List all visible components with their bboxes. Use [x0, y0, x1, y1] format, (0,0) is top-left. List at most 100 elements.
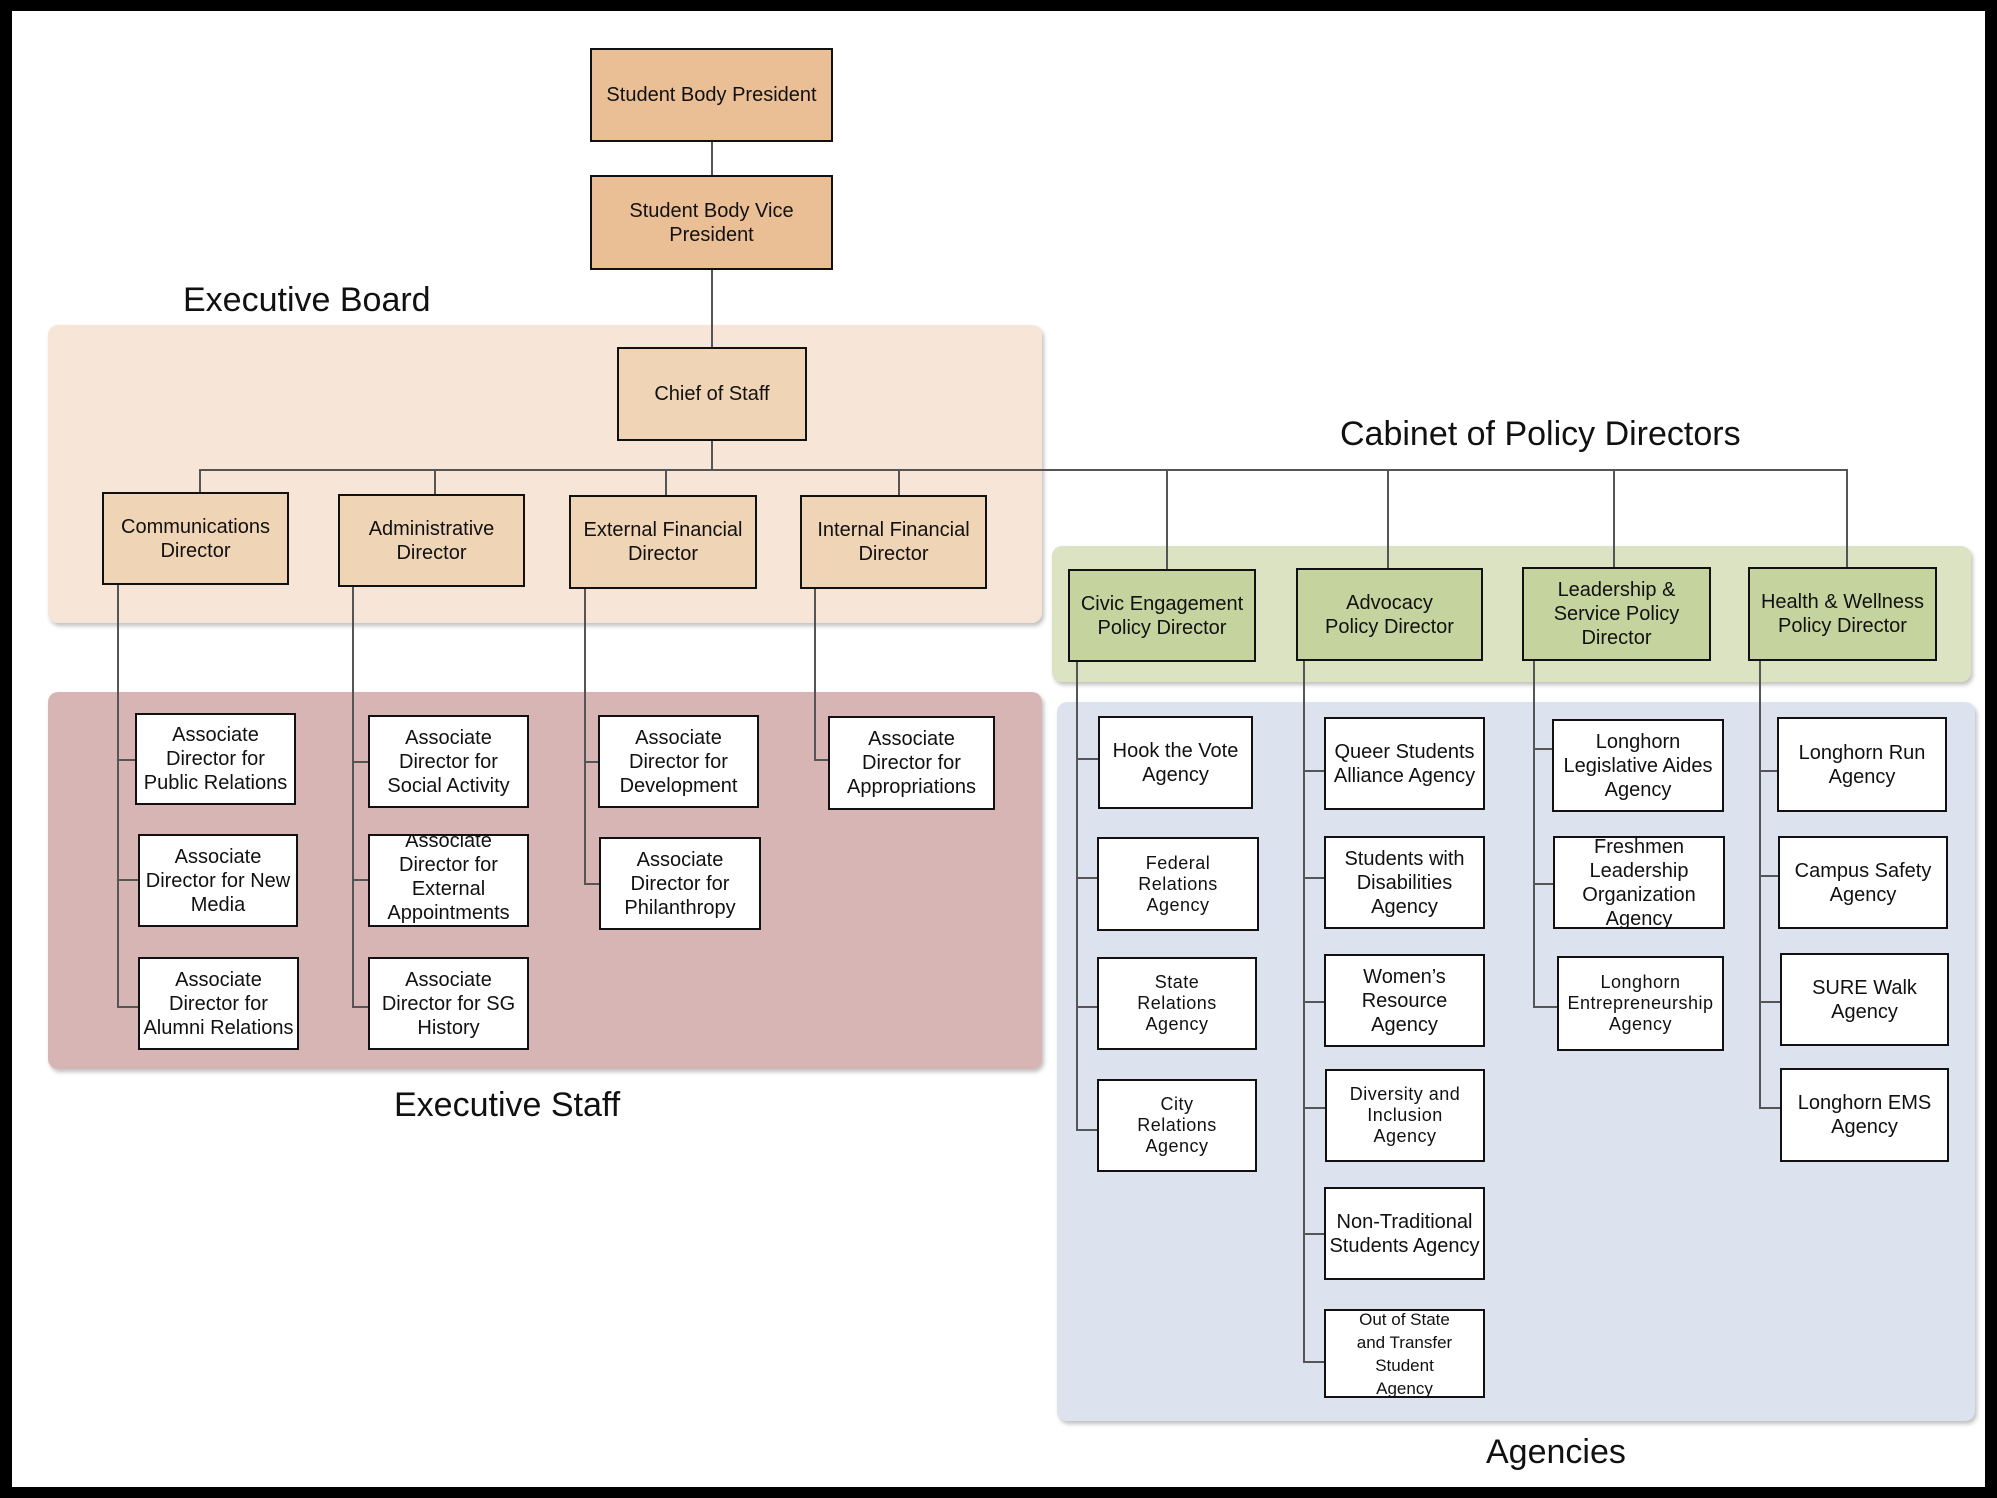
agency-box[interactable]: Out of State and Transfer Student Agency: [1324, 1309, 1485, 1398]
agency-box[interactable]: Longhorn Run Agency: [1777, 717, 1947, 812]
agency-box[interactable]: Longhorn Legislative Aides Agency: [1552, 719, 1724, 812]
connector-line: [1303, 877, 1324, 879]
box-label: Longhorn EMS Agency: [1797, 1092, 1932, 1138]
agency-box[interactable]: City Relations Agency: [1097, 1079, 1257, 1172]
connector-line: [711, 142, 713, 175]
box-label: Non-Traditional Students Agency: [1329, 1210, 1480, 1257]
cabinet-heading: Cabinet of Policy Directors: [1340, 415, 1741, 453]
staff-box[interactable]: Associate Director for Alumni Relations: [138, 957, 299, 1050]
agency-box[interactable]: State Relations Agency: [1097, 957, 1257, 1050]
box-label: Associate Director for Philanthropy: [624, 848, 736, 919]
executive-staff-heading: Executive Staff: [394, 1086, 621, 1124]
agency-box[interactable]: Students with Disabilities Agency: [1324, 836, 1485, 929]
connector-line: [199, 469, 1846, 471]
connector-line: [1076, 877, 1097, 879]
connector-line: [1303, 1001, 1324, 1003]
agency-box[interactable]: Longhorn Entrepreneurship Agency: [1557, 956, 1724, 1051]
chief-of-staff-box[interactable]: Chief of Staff: [617, 347, 807, 441]
connector-line: [1533, 883, 1553, 885]
connector-line: [1759, 1107, 1780, 1109]
agency-box[interactable]: Women’s Resource Agency: [1324, 954, 1485, 1047]
connector-line: [584, 883, 599, 885]
connector-line: [1387, 469, 1389, 568]
box-label: Diversity and Inclusion Agency: [1349, 1084, 1461, 1146]
connector-line: [1076, 758, 1098, 760]
connector-line: [352, 587, 354, 1006]
health-wellness-director-box[interactable]: Health & Wellness Policy Director: [1748, 567, 1937, 661]
connector-line: [1303, 1107, 1325, 1109]
org-chart: Executive Board Executive Staff Cabinet …: [12, 11, 1985, 1487]
staff-box[interactable]: Associate Director for Philanthropy: [599, 837, 761, 930]
box-label: Associate Director for External Appointm…: [387, 834, 510, 924]
box-label: Women’s Resource Agency: [1361, 965, 1448, 1036]
connector-line: [1303, 1233, 1324, 1235]
connector-line: [814, 589, 816, 759]
box-label: Longhorn Run Agency: [1798, 741, 1926, 788]
staff-box[interactable]: Associate Director for Appropriations: [828, 716, 995, 810]
agency-box[interactable]: Diversity and Inclusion Agency: [1325, 1069, 1485, 1162]
connector-line: [1303, 770, 1324, 772]
box-label: Freshmen Leadership Organization Agency: [1582, 836, 1696, 929]
connector-line: [434, 469, 436, 494]
leadership-service-director-box[interactable]: Leadership & Service Policy Director: [1522, 567, 1711, 661]
agency-box[interactable]: Campus Safety Agency: [1778, 836, 1948, 929]
agencies-panel: [1057, 702, 1975, 1421]
student-body-president-box[interactable]: Student Body President: [590, 48, 833, 142]
agency-box[interactable]: Freshmen Leadership Organization Agency: [1553, 836, 1725, 929]
box-label: SURE Walk Agency: [1812, 976, 1917, 1023]
connector-line: [199, 469, 201, 492]
connector-line: [1759, 875, 1778, 877]
staff-box[interactable]: Associate Director for External Appointm…: [368, 834, 529, 927]
agency-box[interactable]: Longhorn EMS Agency: [1780, 1068, 1949, 1162]
box-label: Associate Director for Development: [619, 726, 738, 797]
agency-box[interactable]: Queer Students Alliance Agency: [1324, 717, 1485, 810]
box-label: Chief of Staff: [654, 383, 770, 405]
connector-line: [1076, 662, 1078, 1129]
staff-box[interactable]: Associate Director for Social Activity: [368, 715, 529, 808]
external-financial-director-box[interactable]: External Financial Director: [569, 495, 757, 589]
staff-box[interactable]: Associate Director for Public Relations: [135, 713, 296, 805]
box-label: Administrative Director: [368, 517, 495, 564]
communications-director-box[interactable]: Communications Director: [102, 492, 289, 585]
connector-line: [1076, 1006, 1097, 1008]
box-label: Queer Students Alliance Agency: [1333, 740, 1476, 787]
box-label: Communications Director: [121, 515, 270, 562]
box-label: External Financial Director: [583, 519, 743, 565]
box-label: Associate Director for Social Activity: [387, 726, 510, 797]
box-label: Advocacy Policy Director: [1325, 591, 1454, 638]
connector-line: [1759, 1001, 1780, 1003]
connector-line: [1533, 660, 1535, 1006]
box-label: Hook the Vote Agency: [1112, 739, 1239, 786]
connector-line: [1759, 660, 1761, 1107]
connector-line: [711, 270, 713, 347]
connector-line: [898, 469, 900, 495]
box-label: Internal Financial Director: [817, 519, 970, 565]
administrative-director-box[interactable]: Administrative Director: [338, 494, 525, 587]
connector-line: [117, 759, 135, 761]
agency-box[interactable]: Hook the Vote Agency: [1098, 716, 1253, 809]
box-label: Longhorn Legislative Aides Agency: [1563, 730, 1713, 801]
box-label: Leadership & Service Policy Director: [1553, 579, 1680, 649]
connector-line: [584, 589, 586, 883]
box-label: Associate Director for Public Relations: [143, 724, 288, 794]
box-label: Campus Safety Agency: [1794, 859, 1932, 906]
student-body-vice-president-box[interactable]: Student Body Vice President: [590, 175, 833, 270]
staff-box[interactable]: Associate Director for SG History: [368, 957, 529, 1050]
box-label: Associate Director for Alumni Relations: [143, 968, 294, 1039]
box-label: Federal Relations Agency: [1138, 852, 1218, 915]
box-label: Civic Engagement Policy Director: [1080, 592, 1244, 639]
internal-financial-director-box[interactable]: Internal Financial Director: [800, 495, 987, 589]
agency-box[interactable]: SURE Walk Agency: [1780, 953, 1949, 1046]
staff-box[interactable]: Associate Director for New Media: [138, 834, 298, 927]
connector-line: [1533, 1006, 1557, 1008]
connector-line: [711, 441, 713, 469]
connector-line: [117, 879, 138, 881]
staff-box[interactable]: Associate Director for Development: [598, 715, 759, 808]
agency-box[interactable]: Non-Traditional Students Agency: [1324, 1187, 1485, 1280]
advocacy-director-box[interactable]: Advocacy Policy Director: [1296, 568, 1483, 661]
civic-engagement-director-box[interactable]: Civic Engagement Policy Director: [1068, 569, 1256, 662]
connector-line: [584, 761, 598, 763]
box-label: Health & Wellness Policy Director: [1760, 591, 1925, 637]
agency-box[interactable]: Federal Relations Agency: [1097, 837, 1259, 931]
connector-line: [814, 759, 828, 761]
